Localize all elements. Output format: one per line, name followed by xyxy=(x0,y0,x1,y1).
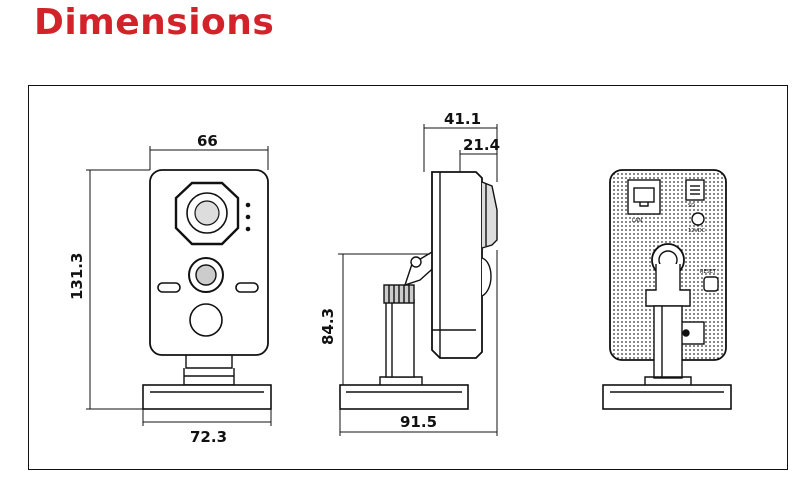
front-height-label: 131.3 xyxy=(68,253,86,300)
side-base-depth-label: 91.5 xyxy=(400,413,437,431)
side-depth-total-label: 41.1 xyxy=(444,110,481,128)
sd-slot-label: SD xyxy=(688,203,695,209)
lan-port-label: LAN xyxy=(632,218,642,224)
front-base-width-label: 72.3 xyxy=(190,428,227,446)
front-view xyxy=(86,146,272,426)
reset-label: RESET xyxy=(700,269,717,275)
drawing-frame xyxy=(28,85,788,470)
side-view xyxy=(338,124,498,436)
side-depth-body-label: 21.4 xyxy=(463,136,500,154)
rear-view xyxy=(602,169,732,410)
power-label: 12VDC xyxy=(688,228,706,234)
page-title: Dimensions xyxy=(34,2,275,43)
side-stand-height-label: 84.3 xyxy=(319,308,337,345)
front-width-label: 66 xyxy=(197,132,218,150)
